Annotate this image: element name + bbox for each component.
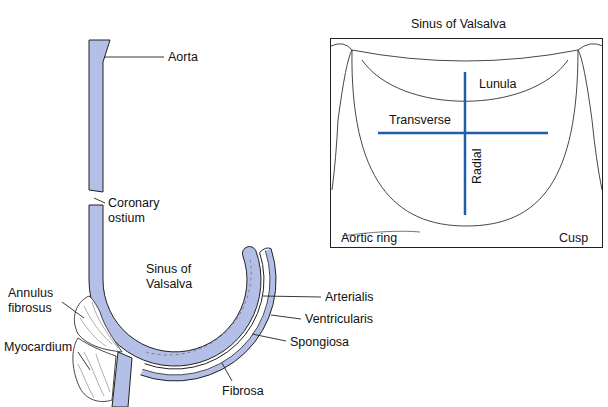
fibrosa-fibres [146, 258, 251, 355]
leader-line [78, 352, 90, 370]
transverse-axis [378, 132, 548, 135]
part-label: Coronary ostium [108, 196, 178, 226]
myocardium-fibres [78, 352, 110, 398]
panel-title: Sinus of Valsalva [411, 17, 506, 32]
leader-line [222, 363, 232, 381]
cusp-outline [352, 50, 578, 226]
leader-line [94, 198, 105, 203]
part-label: Fibrosa [222, 384, 264, 399]
part-label: Myocardium [4, 340, 72, 355]
leader-line [252, 334, 286, 341]
part-label: Sinus of Valsalva [146, 262, 212, 292]
part-label: Ventricularis [305, 312, 373, 327]
aortic-wall [89, 40, 110, 192]
radial-axis [464, 72, 467, 215]
part-label: Lunula [479, 77, 517, 92]
adjacent-cusp [578, 50, 602, 190]
adjacent-cusp [332, 50, 352, 190]
spongiosa-line [143, 251, 270, 375]
part-label: Spongiosa [290, 335, 349, 350]
annulus-fibres [80, 302, 118, 348]
cusp-tip [260, 248, 272, 253]
part-label: Aorta [168, 50, 198, 65]
leader-line [271, 315, 301, 319]
ventricularis-line [141, 249, 277, 381]
part-label: Aortic ring [341, 231, 397, 246]
myocardium [73, 338, 116, 402]
ventricularis-layer [141, 249, 277, 381]
part-label: Arterialis [325, 290, 374, 305]
part-label: Transverse [389, 113, 451, 128]
part-label: Radial [470, 149, 485, 184]
free-edge [331, 44, 603, 61]
part-label: Annulus fibrosus [8, 286, 68, 316]
leader-line [104, 57, 164, 58]
part-label: Cusp [559, 231, 588, 246]
inset-panel: Sinus of ValsalvaLunulaTransverseRadialA… [330, 38, 603, 248]
leader-line [263, 296, 321, 297]
leader-line [62, 302, 84, 318]
